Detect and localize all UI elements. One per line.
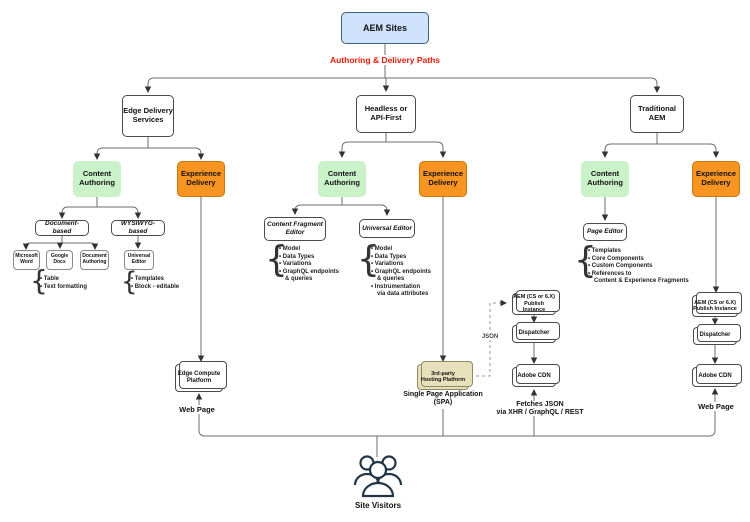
- bullet-item-continuation: via data attributes: [377, 291, 429, 297]
- label-web-page-edge: Web Page: [177, 405, 217, 414]
- node-wysiwyg-based: WYSIWYG-based: [111, 220, 165, 236]
- node-content-authoring-edge: Content Authoring: [73, 161, 121, 197]
- node-line: AEM (CS or 6.X): [694, 299, 736, 306]
- bullet-list-page-editor: Templates Core Components Custom Compone…: [588, 248, 689, 286]
- bullet-list-universal-editor-edge: Templates Block - editable: [131, 276, 179, 291]
- node-document-based: Document-based: [35, 220, 89, 236]
- node-line: Publish Instance: [693, 306, 737, 312]
- bullet-list-universal-editor-headless: Model Data Types Variations GraphQL endp…: [371, 246, 431, 299]
- node-dispatcher-traditional: Dispatcher: [693, 324, 741, 345]
- bullet-item: GraphQL endpoints: [371, 269, 431, 277]
- label-json: JSON: [479, 334, 501, 340]
- bullet-list-cfe: Model Data Types Variations GraphQL endp…: [279, 246, 339, 284]
- node-document-authoring: Document Authoring: [80, 250, 109, 270]
- label-web-page-traditional: Web Page: [696, 402, 736, 411]
- bullet-item: Instrumentation: [371, 284, 431, 292]
- node-universal-editor-headless: Universal Editor: [359, 219, 415, 238]
- node-experience-delivery-edge: Experience Delivery: [177, 161, 225, 197]
- node-aem-publish-traditional: AEM (CS or 6.X) Publish Instance: [692, 292, 742, 317]
- bullet-item: Model: [279, 246, 339, 254]
- node-line: Hosting Platform: [420, 377, 466, 383]
- bullet-item: Table: [40, 276, 87, 284]
- edge-mid-split-rail: [338, 141, 447, 158]
- bullet-item: Templates: [131, 276, 179, 284]
- node-edge-delivery-services: Edge Delivery Services: [122, 95, 174, 137]
- bullet-list-document-based: Table Text formatting: [40, 276, 87, 291]
- node-dispatcher-headless: Dispatcher: [512, 322, 560, 343]
- bullet-item: Custom Components: [588, 263, 689, 271]
- node-aem-sites: AEM Sites: [341, 12, 429, 44]
- node-universal-editor-edge: Universal Editor: [124, 250, 154, 270]
- label-single-page-application: Single Page Application: [401, 391, 485, 398]
- bullet-item-continuation: & queries: [377, 276, 405, 282]
- bullet-item: Data Types: [371, 254, 431, 262]
- bullet-item: Variations: [371, 261, 431, 269]
- label-fetches-json: Fetches JSON: [514, 401, 566, 408]
- node-experience-delivery-headless: Experience Delivery: [419, 161, 467, 197]
- node-line: AEM (CS or 6.X): [513, 294, 555, 301]
- bullet-item: Core Components: [588, 256, 689, 264]
- label-spa: (SPA): [431, 399, 455, 406]
- node-microsoft-word: Microsoft Word: [13, 250, 40, 270]
- bullet-item-continuation: Content & Experience Fragments: [594, 278, 689, 284]
- node-content-fragment-editor: Content Fragment Editor: [264, 217, 326, 241]
- node-headless-api-first: Headless or API-First: [356, 95, 416, 133]
- node-google-docs: Google Docs: [46, 250, 73, 270]
- node-line: 3rd-party: [431, 370, 455, 377]
- bullet-item: Templates: [588, 248, 689, 256]
- label-site-visitors: Site Visitors: [352, 501, 404, 510]
- bullet-item-continuation: & queries: [285, 276, 313, 282]
- node-content-authoring-traditional: Content Authoring: [581, 161, 629, 197]
- edge-right-split-rail: [601, 143, 720, 158]
- bullet-item: Block - editable: [131, 284, 179, 292]
- bullet-item: Data Types: [279, 254, 339, 262]
- bullet-item: Model: [371, 246, 431, 254]
- node-edge-compute-platform: Edge Compute Platform: [175, 361, 227, 392]
- node-content-authoring-headless: Content Authoring: [318, 161, 366, 197]
- node-adobe-cdn-headless: Adobe CDN: [512, 364, 560, 387]
- site-visitors-icon: [353, 455, 403, 498]
- node-traditional-aem: Traditional AEM: [630, 95, 684, 133]
- label-fetch-protocols: via XHR / GraphQL / REST: [494, 409, 586, 416]
- label-authoring-delivery-paths: Authoring & Delivery Paths: [327, 55, 443, 65]
- edge-ca-left-rail: [58, 206, 142, 219]
- node-experience-delivery-traditional: Experience Delivery: [692, 161, 740, 197]
- node-adobe-cdn-traditional: Adobe CDN: [692, 364, 742, 387]
- bullet-item: References to: [588, 271, 689, 279]
- node-page-editor: Page Editor: [583, 223, 627, 241]
- edge-left-split-rail: [93, 147, 205, 160]
- bullet-item: Variations: [279, 261, 339, 269]
- node-line: Publish Instance: [522, 300, 546, 314]
- edge-bottom-rail: [195, 388, 719, 437]
- bullet-item: Text formatting: [40, 284, 87, 292]
- node-third-party-hosting-platform: 3rd-party Hosting Platform: [417, 361, 473, 390]
- edge-ca-mid-rail: [291, 204, 391, 216]
- bullet-item: GraphQL endpoints: [279, 269, 339, 277]
- node-aem-publish-headless: AEM (CS or 6.X) Publish Instance: [512, 290, 560, 315]
- edge-top-rail: [144, 77, 661, 93]
